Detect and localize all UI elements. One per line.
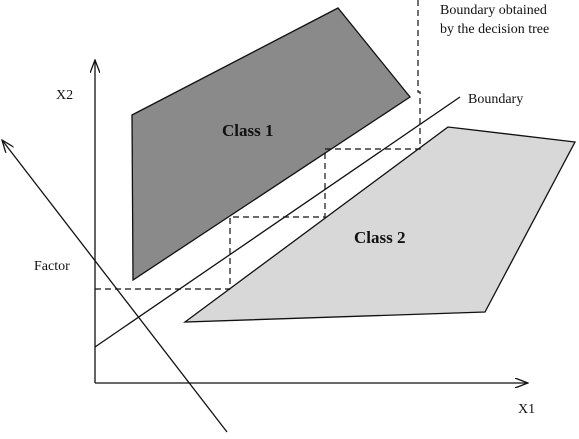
tree-boundary-label-line2: by the decision tree [440, 22, 549, 37]
class1-region [131, 7, 411, 282]
x2-axis-label: X2 [56, 88, 73, 103]
class2-label: Class 2 [354, 228, 405, 247]
boundary-line [94, 96, 461, 348]
class1-label: Class 1 [222, 121, 273, 140]
decision-tree-boundary [95, 0, 421, 290]
factor-label: Factor [34, 259, 70, 274]
factor-line [2, 140, 228, 433]
x1-axis-label: X1 [518, 402, 535, 417]
class2-region [182, 126, 577, 323]
tree-boundary-label-line1: Boundary obtained [440, 3, 547, 18]
boundary-label: Boundary [468, 92, 523, 107]
